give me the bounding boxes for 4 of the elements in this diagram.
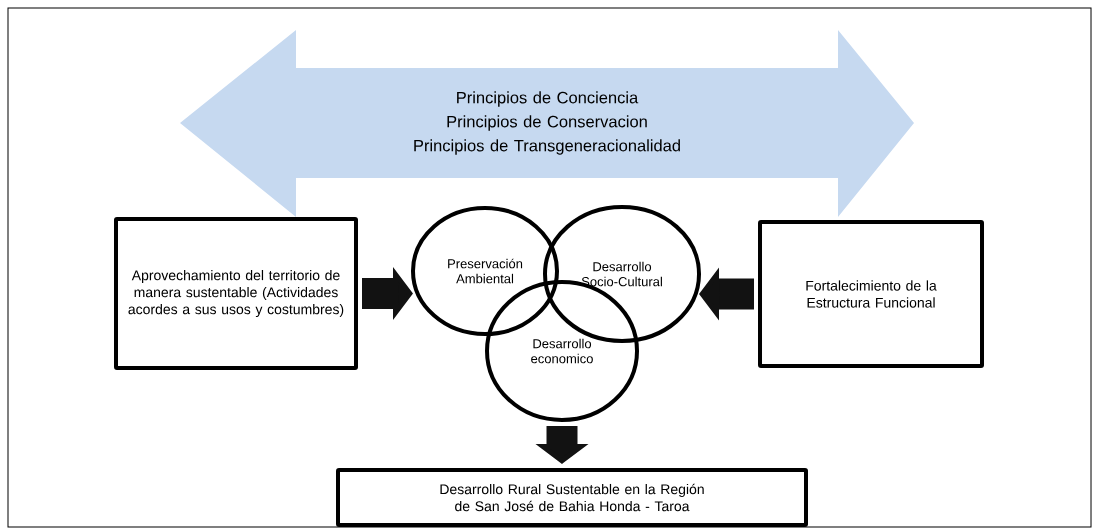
double-arrow-band: Principios de Conciencia Principios de Conservacion Principios de Transgeneracionalidad bbox=[180, 30, 914, 217]
text-box: Aprovechamiento del territorio de manera sustentable (Actividades acordes a sus usos y costumbres) bbox=[114, 217, 358, 370]
text-box: Fortalecimiento de la Estructura Funcional bbox=[758, 220, 984, 368]
text-box: Desarrollo Rural Sustentable en la Región de San José de Bahia Honda - Taroa bbox=[336, 468, 808, 527]
